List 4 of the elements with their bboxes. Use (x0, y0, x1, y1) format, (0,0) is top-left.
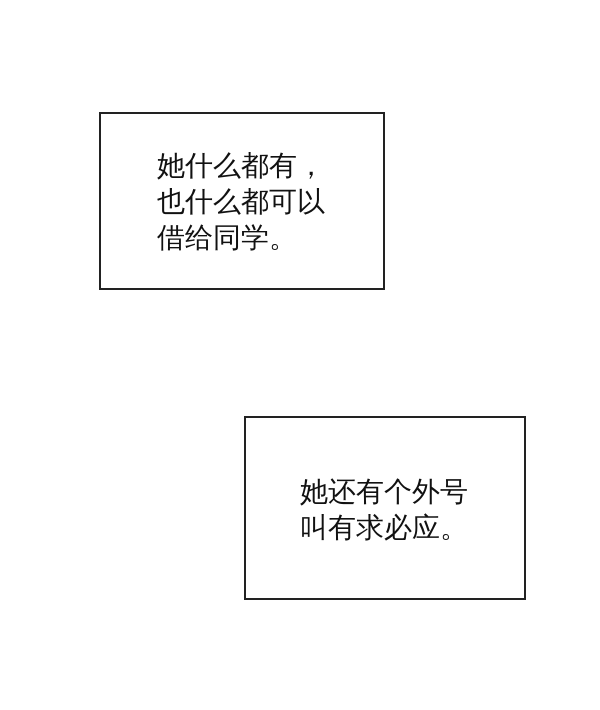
narration-text: 她还有个外号叫有求必应。 (300, 474, 469, 546)
narration-box (244, 416, 526, 600)
narration-text: 她什么都有，也什么都可以借给同学。 (157, 148, 326, 256)
narration-box (99, 112, 385, 290)
